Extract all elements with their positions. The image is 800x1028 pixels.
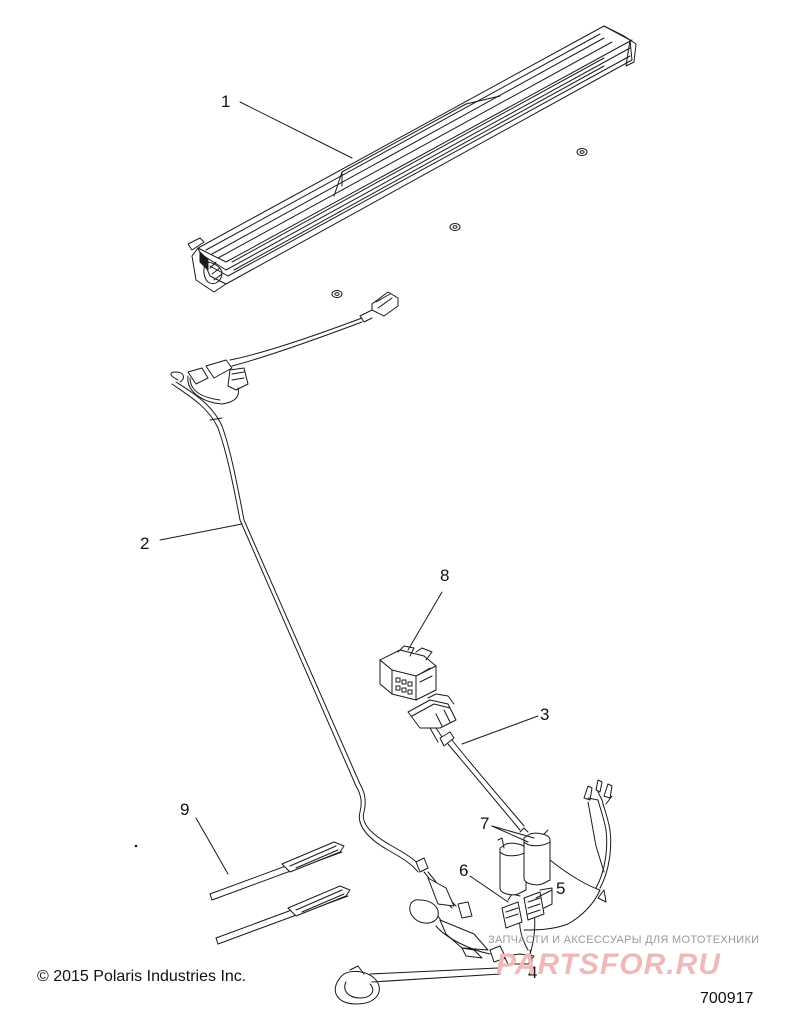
callout-2: 2 <box>140 534 150 553</box>
callout-3: 3 <box>540 705 550 724</box>
callout-4: 4 <box>528 963 538 982</box>
sub-harness <box>407 693 613 965</box>
figure-number: 700917 <box>700 990 754 1007</box>
callout-9: 9 <box>180 800 190 819</box>
washer-b <box>449 223 461 231</box>
watermark-text: ЗАПЧАСТИ И АКСЕССУАРЫ ДЛЯ МОТОТЕХНИКИ <box>488 934 760 946</box>
connector-cluster <box>501 887 553 929</box>
light-bar <box>187 25 637 293</box>
callout-8: 8 <box>440 566 450 585</box>
main-harness <box>170 291 507 963</box>
watermark-logo: PARTSFOR.RU <box>496 948 721 981</box>
copyright-text: © 2015 Polaris Industries Inc. <box>37 968 247 985</box>
cable-tie-upper <box>209 841 345 901</box>
callout-1: 1 <box>221 92 231 111</box>
leader-lines <box>159 101 553 963</box>
washer-a <box>576 148 588 156</box>
cable-tie-loop <box>334 965 501 1005</box>
connector-block <box>379 645 437 701</box>
cable-tie-lower <box>215 885 351 945</box>
washer-c <box>331 290 343 298</box>
callout-5: 5 <box>556 879 566 898</box>
relays <box>497 827 551 896</box>
callout-7: 7 <box>480 814 490 833</box>
callout-6: 6 <box>459 861 469 880</box>
